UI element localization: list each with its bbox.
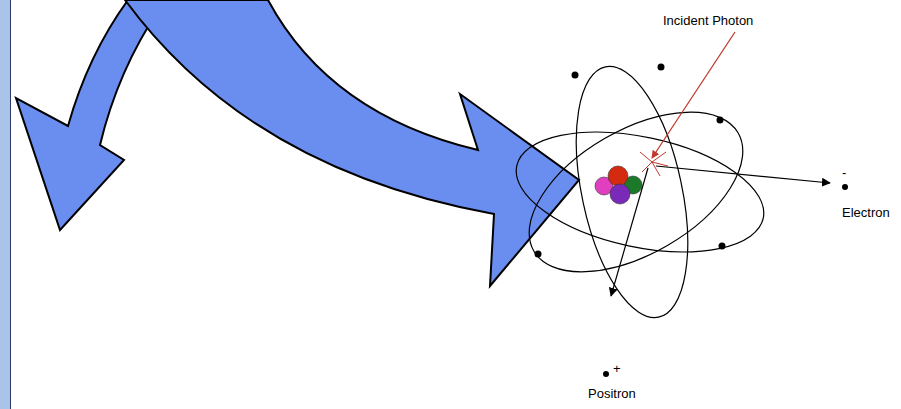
particle-label: Electron bbox=[842, 206, 890, 220]
positron-track bbox=[611, 168, 648, 296]
particle-label: Positron bbox=[588, 387, 636, 401]
curved-arrow bbox=[125, 0, 579, 286]
electron-dot bbox=[842, 184, 848, 190]
nucleus bbox=[595, 166, 642, 204]
electron-track bbox=[656, 166, 830, 183]
electron-orbits bbox=[503, 56, 775, 327]
strip-border bbox=[10, 0, 11, 409]
photon-label: Incident Photon bbox=[663, 14, 753, 28]
photon-ray bbox=[652, 32, 735, 158]
charge-sign: + bbox=[613, 362, 621, 376]
side-strip bbox=[0, 0, 10, 409]
curved-arrow bbox=[16, 0, 160, 230]
positron-dot bbox=[603, 371, 609, 377]
impact-burst bbox=[640, 152, 668, 176]
charge-sign: - bbox=[842, 166, 846, 180]
